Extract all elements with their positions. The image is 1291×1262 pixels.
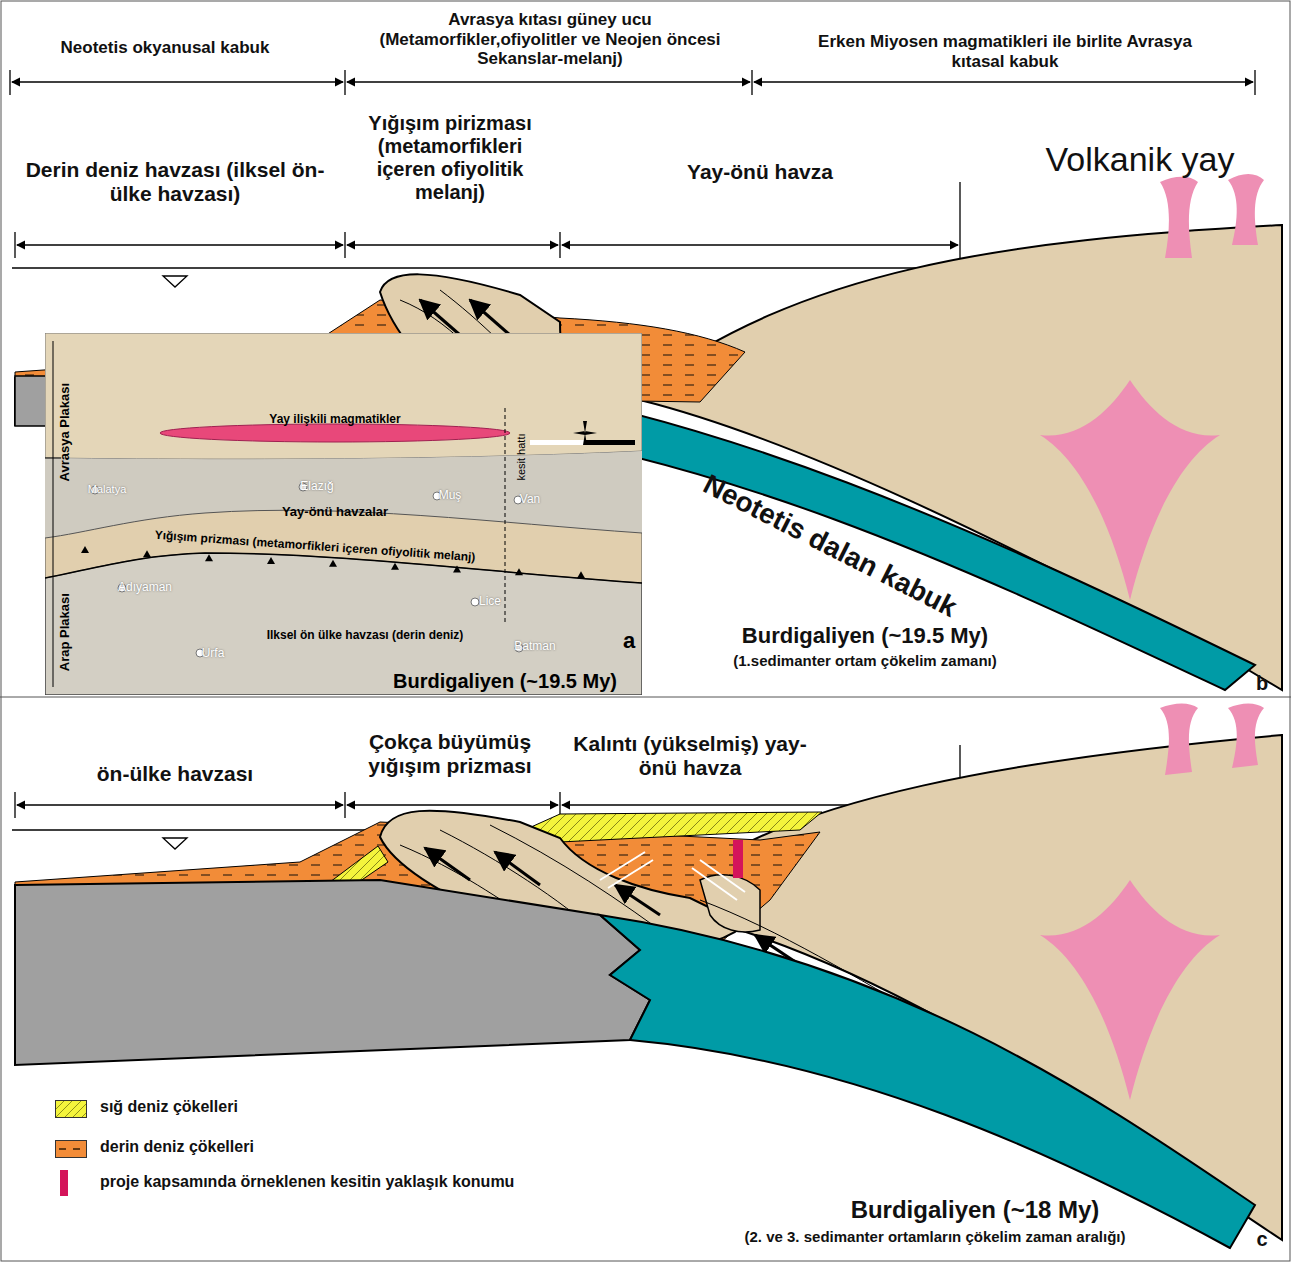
section-label: Çokça büyümüş yığışım prizması [350, 730, 550, 778]
section-label: Derin deniz havzası (ilksel ön-ülke havz… [25, 158, 325, 206]
legend-text: proje kapsamında örneklenen kesitin yakl… [100, 1173, 514, 1191]
panel-letter: b [1247, 672, 1277, 695]
map-text: a [623, 629, 635, 653]
map-text: Ilksel ön ülke havzası (derin deniz) [267, 629, 464, 642]
map-text: Avrasya Plakası [58, 383, 72, 482]
legend-swatch [55, 1100, 87, 1118]
map-text: Malatya [88, 483, 127, 495]
section-label: Kalıntı (yükselmiş) yay-önü havza [570, 732, 810, 780]
legend-swatch [55, 1140, 87, 1158]
section-label: Avrasya kıtası güney ucu (Metamorfikler,… [355, 10, 745, 69]
section-label: (2. ve 3. sedimanter ortamların çökelim … [705, 1228, 1165, 1245]
section-label: Erken Miyosen magmatikleri ile birlite A… [795, 32, 1215, 71]
map-text: kesit hattı [515, 434, 527, 481]
map-text: Van [520, 493, 540, 506]
map-text: Arap Plakası [58, 593, 72, 671]
section-label: Neotetis okyanusal kabuk [5, 38, 325, 58]
section-label: ön-ülke havzası [25, 762, 325, 786]
map-text: Batman [514, 640, 555, 653]
map-text: Muş [439, 489, 462, 502]
legend-text: sığ deniz çökelleri [100, 1098, 238, 1116]
map-text: Yay-önü havzalar [282, 505, 388, 519]
map-text: Yay ilişkili magmatikler [269, 413, 400, 426]
section-label: Volkanik yay [1005, 140, 1275, 179]
map-text: Elazığ [300, 480, 333, 493]
map-text: Lice [479, 595, 501, 608]
section-label: Yay-önü havza [610, 160, 910, 184]
map-text: Burdigaliyen (~19.5 My) [393, 670, 617, 692]
inset-map: Avrasya PlakasıArap Plakası Yay ilişkili … [45, 333, 642, 695]
map-text: Urfa [202, 647, 225, 660]
legend-text: derin deniz çökelleri [100, 1138, 254, 1156]
section-label: Yığışım pirizması (metamorfikleri içeren… [350, 112, 550, 204]
panel-letter: c [1247, 1228, 1277, 1251]
legend-swatch [60, 1170, 68, 1196]
section-label: (1.sedimanter ortam çökelim zamanı) [675, 652, 1055, 669]
map-text: Adıyaman [118, 581, 172, 594]
section-label: Burdigaliyen (~19.5 My) [685, 623, 1045, 648]
section-label: Burdigaliyen (~18 My) [775, 1196, 1175, 1224]
